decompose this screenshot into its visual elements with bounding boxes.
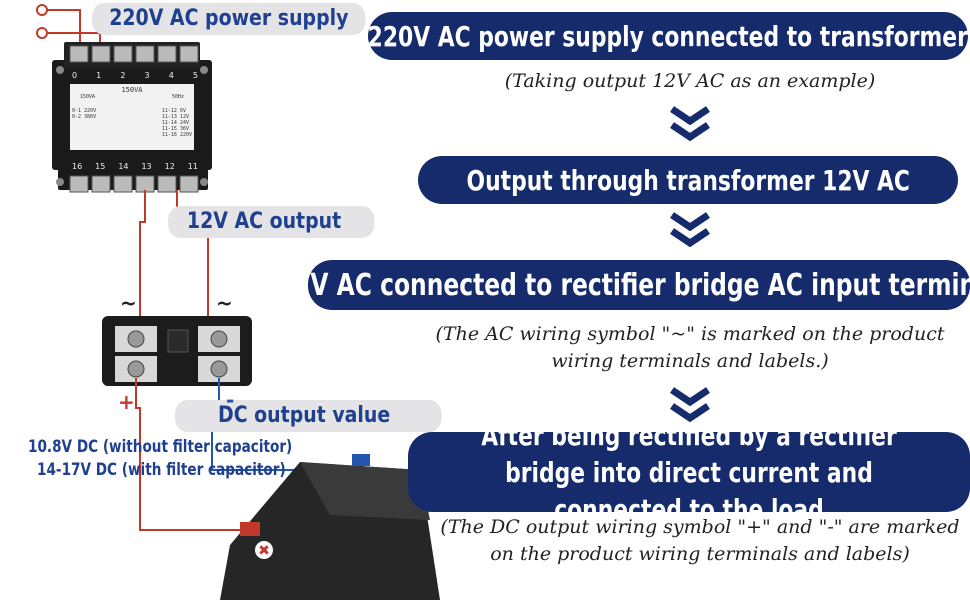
minus-symbol: - bbox=[226, 388, 234, 412]
svg-text:✖: ✖ bbox=[258, 543, 270, 559]
terminal-number: 15 bbox=[95, 162, 105, 171]
terminal-number: 4 bbox=[169, 71, 174, 80]
dc-value-no-capacitor: 10.8V DC (without filter capacitor) bbox=[28, 437, 292, 457]
terminal-number: 12 bbox=[165, 162, 175, 171]
ac-symbol-left: ~ bbox=[120, 291, 137, 315]
ac-symbol-right: ~ bbox=[216, 291, 233, 315]
terminal-number: 14 bbox=[118, 162, 128, 171]
transformer-frequency: 50Hz bbox=[172, 94, 184, 100]
terminal-number: 11 bbox=[188, 162, 198, 171]
transformer-rating-small: 150VA bbox=[80, 94, 95, 100]
transformer-label: 150VA 150VA 50Hz 0-1 220V 0-2 380V 11-12… bbox=[72, 86, 192, 138]
terminal-number: 5 bbox=[193, 71, 198, 80]
power-supply-label: 220V AC power supply bbox=[92, 3, 366, 35]
terminal-number: 16 bbox=[72, 162, 82, 171]
transformer-top-numbers: 0 1 2 3 4 5 bbox=[72, 71, 198, 80]
step-3-note: (The AC wiring symbol "~" is marked on t… bbox=[420, 321, 960, 375]
ac-output-label: 12V AC output bbox=[168, 206, 374, 238]
step-2-title: Output through transformer 12V AC bbox=[466, 164, 909, 197]
input-terminal-2 bbox=[37, 28, 47, 38]
step-1-title: 220V AC power supply connected to transf… bbox=[368, 20, 968, 53]
terminal-number: 2 bbox=[120, 71, 125, 80]
ac-wire-left bbox=[140, 190, 145, 320]
input-spec-line: 0-2 380V bbox=[72, 114, 96, 120]
step-3-title: 12V AC connected to rectifier bridge AC … bbox=[278, 268, 970, 303]
plus-symbol: + bbox=[118, 390, 135, 414]
step-banner-2: Output through transformer 12V AC bbox=[418, 156, 958, 204]
transformer-rating: 150VA bbox=[72, 86, 192, 94]
output-spec-line: 11-16 220V bbox=[162, 132, 192, 138]
step-banner-4: After being rectified by a rectifier bri… bbox=[408, 432, 970, 512]
step-banner-1: 220V AC power supply connected to transf… bbox=[368, 12, 968, 60]
dc-output-label: DC output value bbox=[175, 400, 442, 432]
chevron-down-icon bbox=[665, 104, 715, 144]
transformer-bottom-numbers: 16 15 14 13 12 11 bbox=[72, 162, 198, 171]
rectifier-bridge bbox=[102, 316, 252, 386]
step-4-note: (The DC output wiring symbol "+" and "-"… bbox=[440, 514, 960, 568]
step-banner-3: 12V AC connected to rectifier bridge AC … bbox=[308, 260, 970, 310]
step-1-note: (Taking output 12V AC as an example) bbox=[450, 68, 930, 95]
terminal-number: 3 bbox=[145, 71, 150, 80]
terminal-number: 1 bbox=[96, 71, 101, 80]
terminal-number: 13 bbox=[141, 162, 151, 171]
input-terminal-1 bbox=[37, 5, 47, 15]
step-4-title: After being rectified by a rectifier bri… bbox=[470, 417, 908, 528]
terminal-number: 0 bbox=[72, 71, 77, 80]
chevron-down-icon bbox=[665, 210, 715, 250]
dc-value-with-capacitor: 14-17V DC (with filter capacitor) bbox=[37, 460, 286, 480]
